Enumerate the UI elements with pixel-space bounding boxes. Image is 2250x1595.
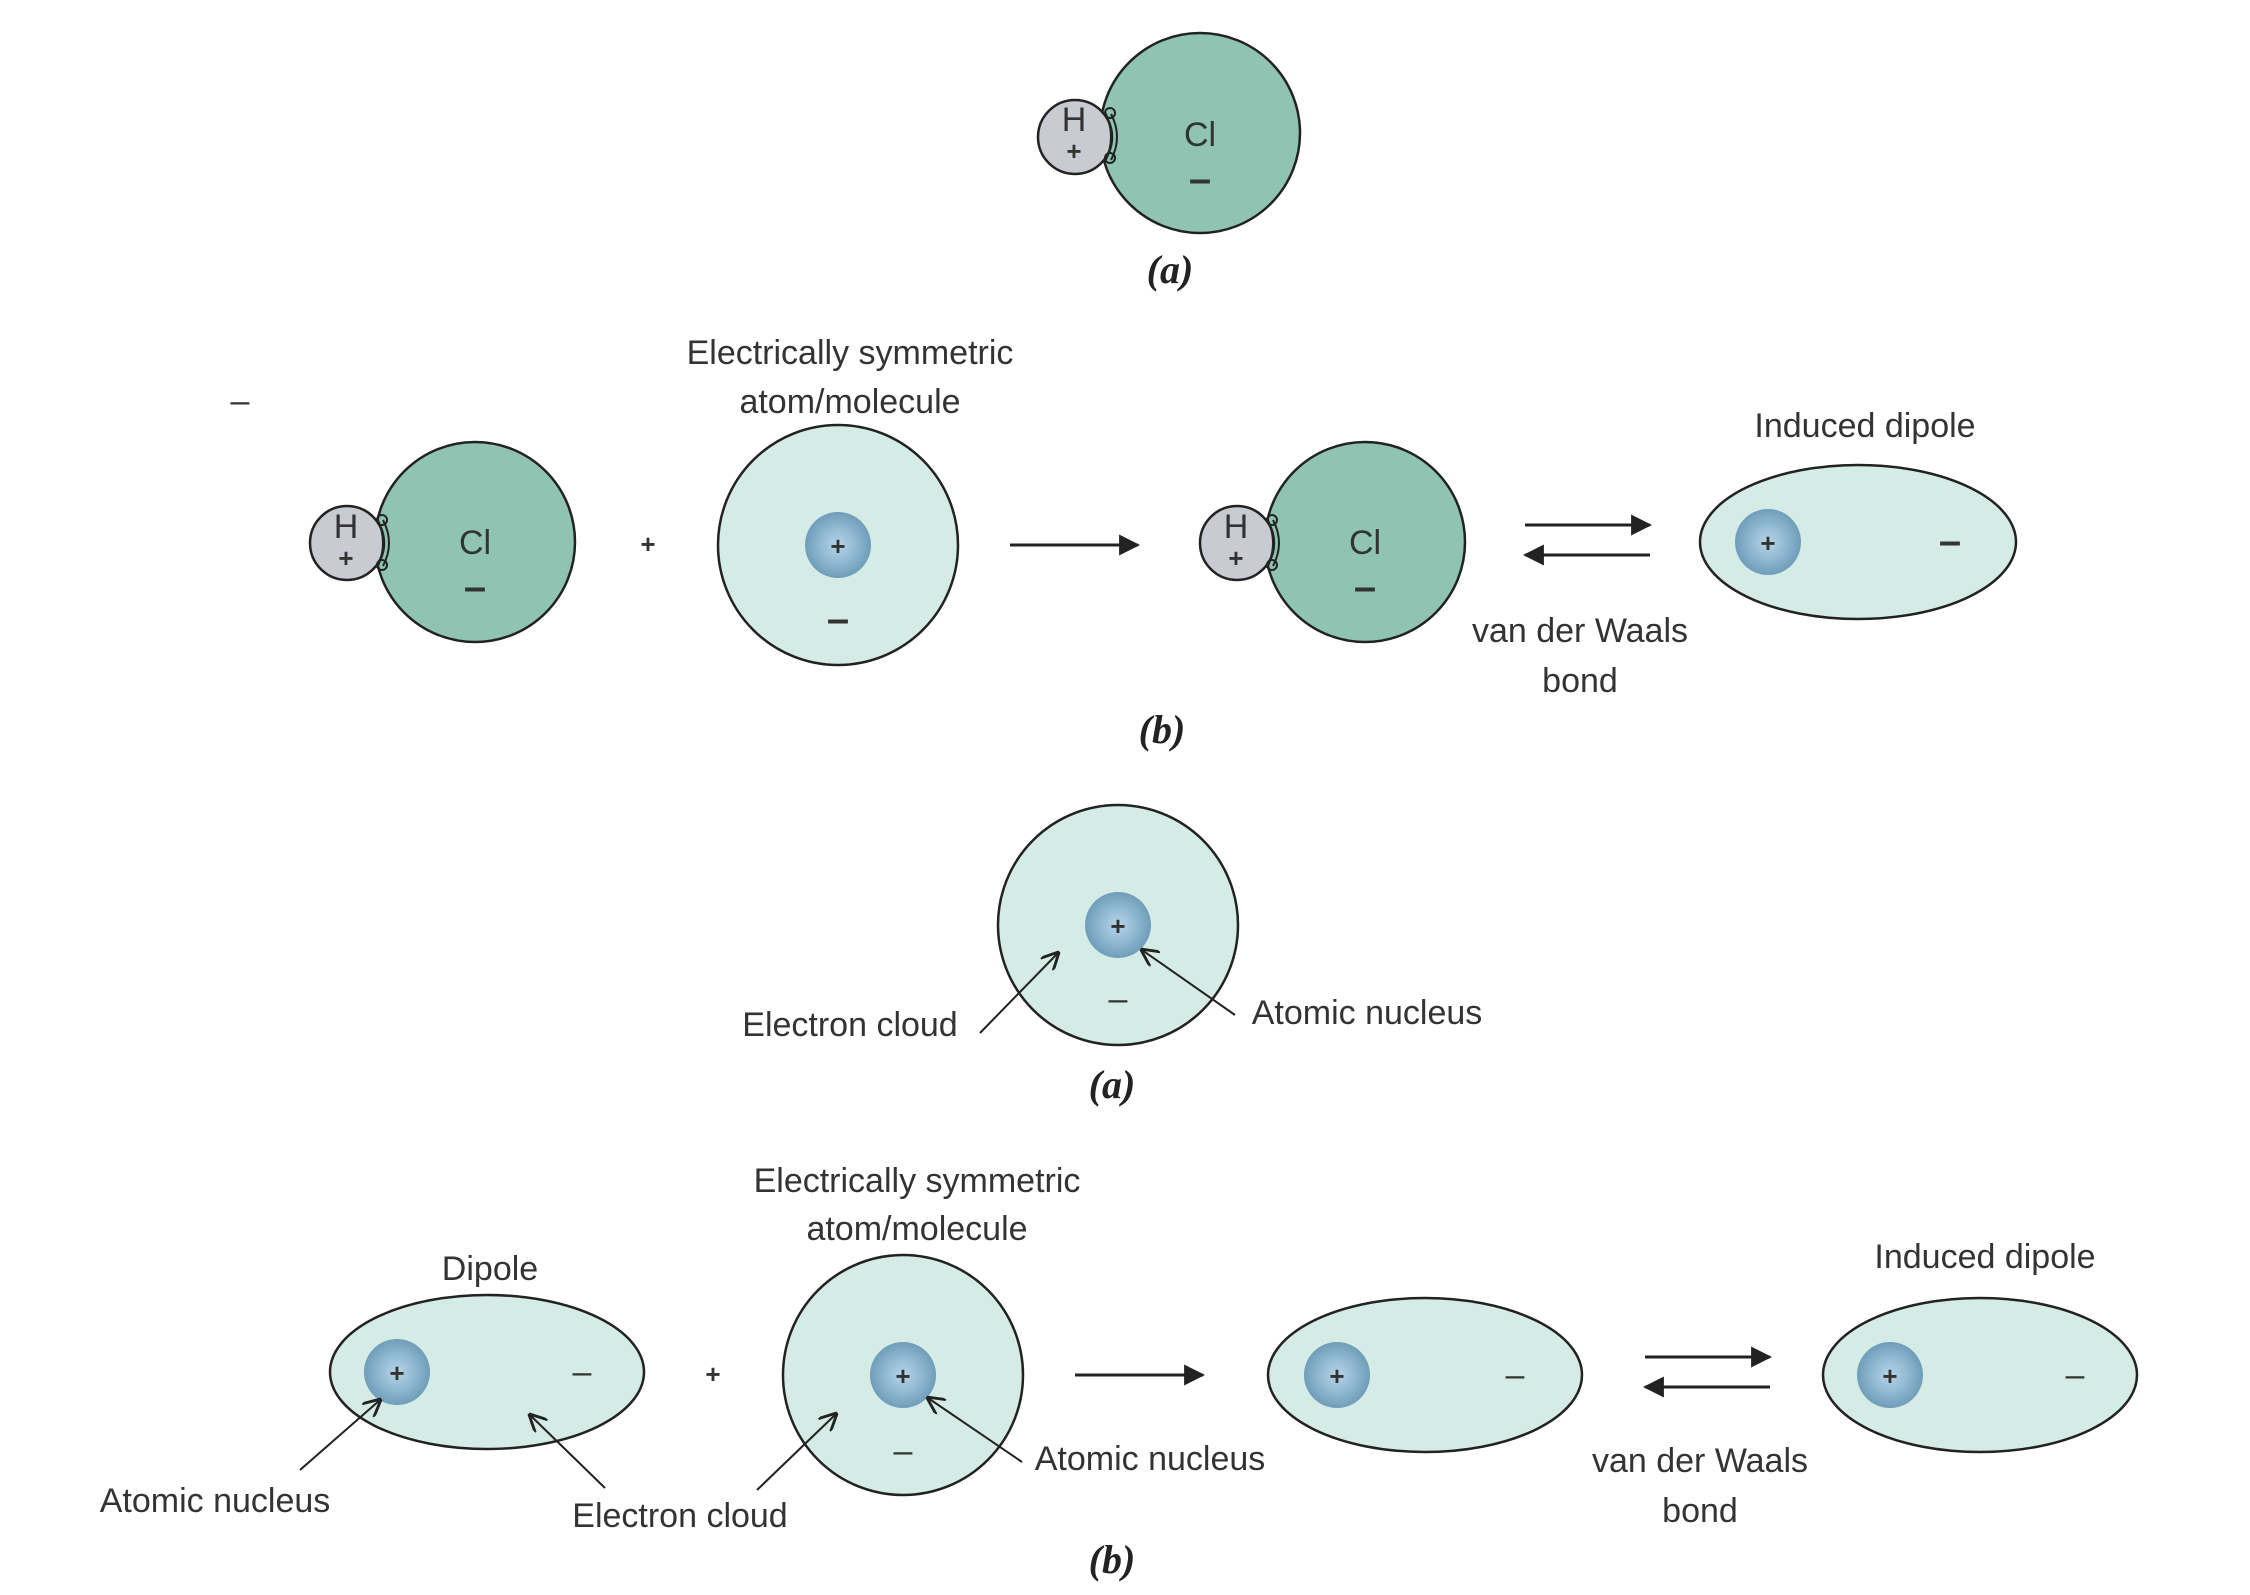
fig1-b-h-plus: + — [338, 543, 353, 573]
fig2-b-induced-cloud — [1821, 1296, 2139, 1454]
fig1-b-product-cl-minus: – — [1354, 565, 1376, 609]
fig2-b-symmetric-label-1: Electrically symmetric — [754, 1162, 1081, 1200]
fig1-b-cl-label: Cl — [459, 524, 491, 562]
fig1-caption-b: (b) — [1139, 707, 1186, 752]
fig1-b-equilibrium-arrows — [1522, 514, 1653, 566]
fig2-b-dipole-minus: – — [573, 1353, 592, 1391]
fig2-b-atomic-nucleus-left-label: Atomic nucleus — [100, 1482, 331, 1520]
fig2-a-atomic-nucleus-label: Atomic nucleus — [1252, 994, 1483, 1032]
fig1-a-bond-node — [1104, 152, 1116, 164]
fig2-b-symmetric-nucleus — [870, 1342, 936, 1408]
fig1-b-symmetric-label-2: atom/molecule — [739, 383, 960, 421]
fig2-a-nucleus-plus: + — [1110, 911, 1125, 941]
fig2-b-symmetric-label-2: atom/molecule — [806, 1210, 1027, 1248]
fig2-caption-a: (a) — [1089, 1062, 1136, 1107]
fig1-b-cl-minus: – — [464, 565, 486, 609]
fig1-b-product-h-plus: + — [1228, 543, 1243, 573]
fig1-a-cl-minus: – — [1189, 157, 1211, 201]
fig1-b-induced-plus: + — [1760, 528, 1775, 558]
fig2-b-equilibrium-arrows — [1642, 1346, 1773, 1398]
fig1-b-product-h-label: H — [1224, 508, 1249, 546]
fig2-b-right-nucleus-pointer — [928, 1398, 1023, 1463]
fig2-b-electron-cloud-label: Electron cloud — [572, 1497, 787, 1535]
fig2-b-dipole-product: + – — [1266, 1296, 1584, 1454]
fig2-b-product-minus: – — [1506, 1356, 1525, 1394]
fig2-b-dipole-nucleus — [364, 1339, 430, 1405]
fig2-b-symmetric-plus: + — [895, 1361, 910, 1391]
fig2-a-atomic-nucleus-pointer — [1142, 950, 1236, 1016]
fig2-a-nucleus — [1085, 892, 1151, 958]
fig2-b-symmetric-minus: – — [894, 1432, 913, 1470]
fig1-b-h-label: H — [334, 508, 359, 546]
fig2-a-cloud-minus: – — [1109, 980, 1128, 1018]
fig1-a-hcl-molecule: H + Cl – — [1036, 31, 1302, 235]
fig2-b-dipole: + – — [328, 1293, 646, 1451]
fig1-b-induced-dipole: + – — [1698, 463, 2018, 621]
fig1-b-symmetric-label-1: Electrically symmetric — [687, 334, 1014, 372]
fig2-b-vdw-label-2: bond — [1662, 1492, 1738, 1530]
fig2-b-atomic-nucleus-right-label: Atomic nucleus — [1035, 1440, 1266, 1478]
fig1-b-product-bond-node — [1266, 559, 1278, 571]
fig1-a-bond-node — [1104, 107, 1116, 119]
fig2-a-electron-cloud-label: Electron cloud — [742, 1006, 957, 1044]
fig1-b-stray-dash: – — [231, 382, 250, 420]
fig1-a-h-label: H — [1062, 101, 1087, 139]
fig2-b-symmetric-atom: + – — [781, 1253, 1025, 1497]
fig1-b-hcl-dipole-product: H + Cl – — [1198, 440, 1467, 644]
fig2-b-induced-minus: – — [2066, 1356, 2085, 1394]
fig1-b-induced-minus: – — [1939, 519, 1961, 563]
fig2-b-dipole-cloud — [328, 1293, 646, 1451]
fig2-b-product-plus: + — [1329, 1361, 1344, 1391]
fig1-caption-a: (a) — [1147, 247, 1194, 292]
fig2-b-dipole-plus: + — [389, 1358, 404, 1388]
fig1-b-vdw-label-1: van der Waals — [1472, 612, 1688, 650]
fig2-b-vdw-label-1: van der Waals — [1592, 1442, 1808, 1480]
fig1-b-induced-dipole-label: Induced dipole — [1754, 407, 1975, 445]
fig1-b-induced-cloud — [1698, 463, 2018, 621]
fig1-a-h-plus: + — [1066, 136, 1081, 166]
fig2-caption-b: (b) — [1089, 1537, 1136, 1582]
fig2-b-plus-operator: + — [705, 1359, 720, 1389]
fig2-b-induced-dipole-label: Induced dipole — [1874, 1238, 2095, 1276]
fig2-a-atom: + – — [996, 803, 1240, 1047]
fig2-b-dipole-label: Dipole — [442, 1250, 538, 1288]
fig1-b-nucleus-plus: + — [830, 531, 845, 561]
fig1-b-plus-operator: + — [640, 529, 655, 559]
fig1-a-cl-label: Cl — [1184, 116, 1216, 154]
fig2-b-induced-plus: + — [1882, 1361, 1897, 1391]
fig1-b-nucleus — [805, 512, 871, 578]
fig2-b-induced-dipole: + – — [1821, 1296, 2139, 1454]
fig1-b-vdw-label-2: bond — [1542, 662, 1618, 700]
fig2-b-symmetric-cloud-pointer — [756, 1414, 836, 1491]
fig1-b-induced-nucleus — [1735, 509, 1801, 575]
fig1-b-bond-node — [376, 514, 388, 526]
fig2-b-product-nucleus — [1304, 1342, 1370, 1408]
fig2-b-induced-nucleus — [1857, 1342, 1923, 1408]
fig1-b-symmetric-atom: + – — [716, 423, 960, 667]
fig1-b-product-bond-node — [1266, 514, 1278, 526]
fig1-b-hcl-dipole: H + Cl – — [308, 440, 577, 644]
fig2-a-electron-cloud-pointer — [979, 953, 1058, 1034]
fig2-b-product-cloud — [1266, 1296, 1584, 1454]
fig1-b-product-cl-label: Cl — [1349, 524, 1381, 562]
fig1-b-cloud-minus: – — [827, 597, 849, 641]
fig1-b-bond-node — [376, 559, 388, 571]
fig2-b-left-cloud-pointer — [530, 1415, 606, 1489]
fig2-b-left-nucleus-pointer — [299, 1400, 380, 1471]
